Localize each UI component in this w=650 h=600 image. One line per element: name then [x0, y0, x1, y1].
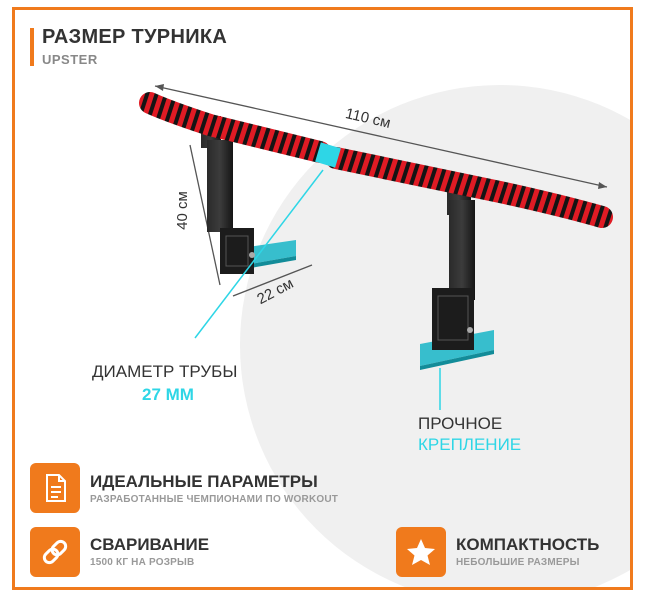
- mount-label: ПРОЧНОЕ: [418, 414, 503, 433]
- feature-title: СВАРИВАНИЕ: [90, 535, 210, 554]
- document-icon: [30, 463, 80, 513]
- pipe-diameter-label: ДИАМЕТР ТРУБЫ: [92, 362, 238, 381]
- height-dimension-line: [189, 144, 221, 286]
- mount-value: КРЕПЛЕНИЕ: [418, 435, 522, 454]
- star-icon: [396, 527, 446, 577]
- brand-subtitle: UPSTER: [42, 52, 98, 67]
- title-accent-bar: [30, 28, 34, 66]
- page-title: РАЗМЕР ТУРНИКА: [42, 26, 228, 48]
- left-bracket: [201, 116, 296, 274]
- feature-title: КОМПАКТНОСТЬ: [456, 535, 600, 554]
- bar-foam-grip: [139, 92, 613, 228]
- feature-subtitle: 1500 КГ НА РОЗРЫВ: [90, 557, 195, 568]
- feature-subtitle: РАЗРАБОТАННЫЕ ЧЕМПИОНАМИ ПО WORKOUT: [90, 494, 339, 505]
- feature-title: ИДЕАЛЬНЫЕ ПАРАМЕТРЫ: [90, 472, 318, 491]
- pipe-leader-line: [194, 169, 324, 339]
- height-label: 40 см: [173, 191, 191, 230]
- width-dimension-line: [154, 84, 608, 189]
- feature-subtitle: НЕБОЛЬШИЕ РАЗМЕРЫ: [456, 557, 580, 568]
- pipe-diameter-value: 27 ММ: [142, 385, 194, 404]
- right-bracket: [420, 175, 494, 370]
- depth-dimension-line: [232, 264, 313, 297]
- link-icon: [30, 527, 80, 577]
